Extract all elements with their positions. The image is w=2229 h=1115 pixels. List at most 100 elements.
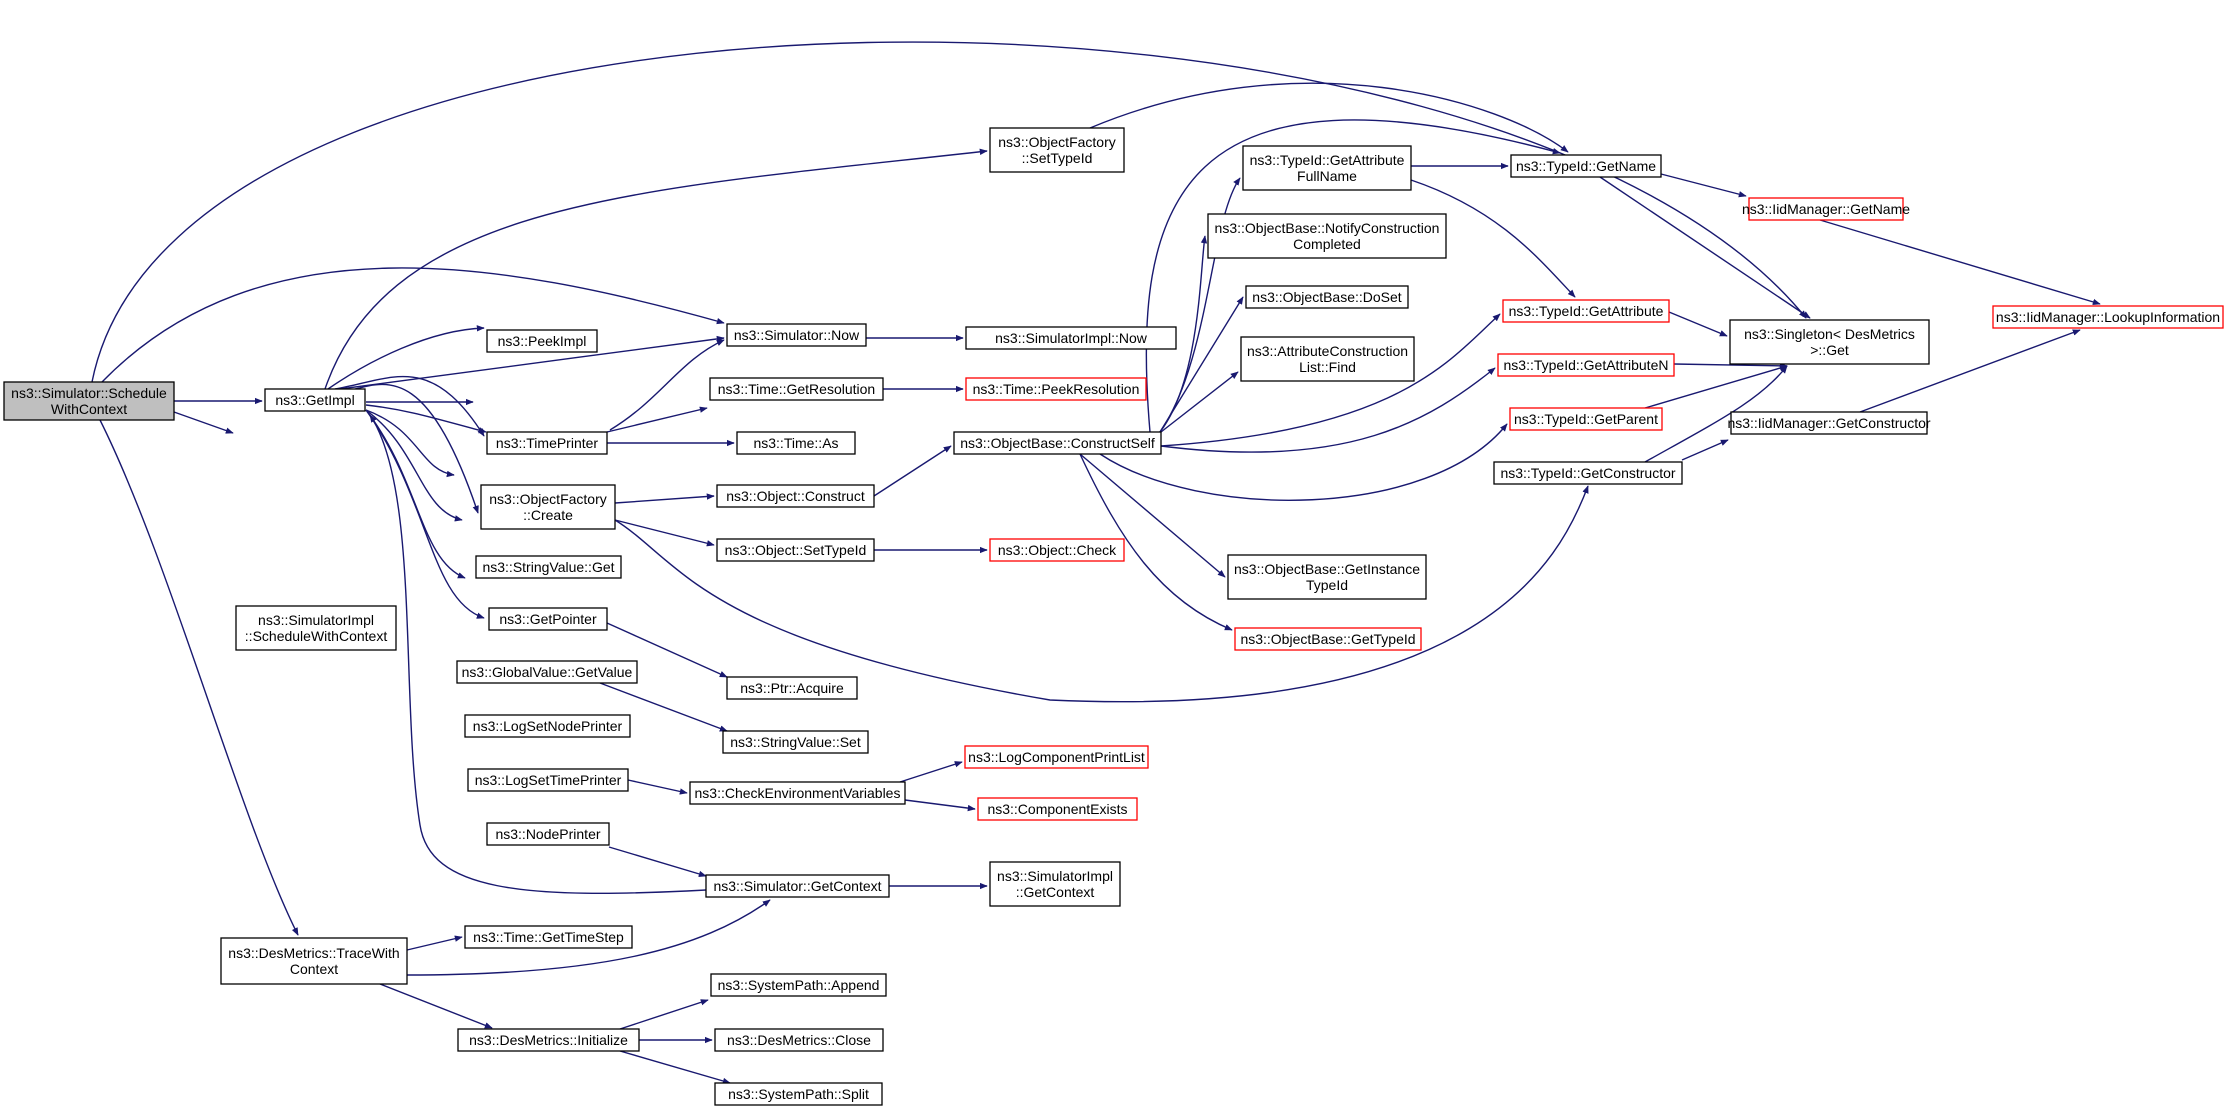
node-getpointer[interactable]: ns3::GetPointer xyxy=(488,607,608,631)
node-peekimpl[interactable]: ns3::PeekImpl xyxy=(486,329,598,353)
node-box xyxy=(964,745,1149,769)
node-ob_gettypeid[interactable]: ns3::ObjectBase::GetTypeId xyxy=(1234,627,1422,651)
node-box xyxy=(714,1082,883,1106)
node-simimpl_swc[interactable]: ns3::SimulatorImpl::ScheduleWithContext xyxy=(235,605,397,651)
edge-getimpl-to-getpointer xyxy=(365,404,487,434)
node-label: ns3::IidManager::GetName xyxy=(1742,201,1910,217)
edge-tid_getctor-to-singleton_get xyxy=(1644,365,1788,463)
node-iidm_lookup[interactable]: ns3::IidManager::LookupInformation xyxy=(1992,305,2224,329)
node-label: ns3::Ptr::Acquire xyxy=(740,680,844,696)
node-tid_getname[interactable]: ns3::TypeId::GetName xyxy=(1510,154,1662,178)
nodes-layer: ns3::Simulator::ScheduleWithContextns3::… xyxy=(3,127,2224,1106)
node-ob_notify[interactable]: ns3::ObjectBase::NotifyConstructionCompl… xyxy=(1207,213,1447,259)
edge-check_env-to-logcomp_printlist xyxy=(899,761,963,783)
node-box xyxy=(989,538,1125,562)
edge-getimpl-to-gv_getvalue xyxy=(365,409,455,478)
node-ob_constructself[interactable]: ns3::ObjectBase::ConstructSelf xyxy=(953,431,1162,455)
node-simimpl_getcontext[interactable]: ns3::SimulatorImpl::GetContext xyxy=(989,861,1121,907)
edge-timeprinter-to-sim_now xyxy=(609,339,725,431)
node-label: ns3::Time::GetTimeStep xyxy=(473,929,624,945)
edge-tid_getattrfullname-to-tid_getattr xyxy=(1410,179,1576,298)
node-of_create[interactable]: ns3::ObjectFactory::Create xyxy=(480,484,616,530)
edge-ob_constructself-to-tid_getparent xyxy=(1099,423,1508,501)
node-label: ns3::ObjectFactory xyxy=(489,491,607,507)
node-box xyxy=(689,781,906,805)
node-tid_getattrn[interactable]: ns3::TypeId::GetAttributeN xyxy=(1497,353,1675,377)
node-box xyxy=(464,714,631,738)
node-time_as[interactable]: ns3::Time::As xyxy=(736,431,856,455)
node-ptr_acquire[interactable]: ns3::Ptr::Acquire xyxy=(726,676,858,700)
edge-ob_constructself-to-attrcl_find xyxy=(1160,371,1239,433)
node-obj_settypeid[interactable]: ns3::Object::SetTypeId xyxy=(716,538,875,562)
node-singleton_get[interactable]: ns3::Singleton< DesMetrics>::Get xyxy=(1729,319,1930,365)
node-logsettime[interactable]: ns3::LogSetTimePrinter xyxy=(467,768,629,792)
node-sp_append[interactable]: ns3::SystemPath::Append xyxy=(710,973,887,997)
node-box xyxy=(1748,197,1904,221)
node-sv_set[interactable]: ns3::StringValue::Set xyxy=(722,730,869,754)
node-tid_getattr[interactable]: ns3::TypeId::GetAttribute xyxy=(1502,299,1670,323)
node-of_settypeid[interactable]: ns3::ObjectFactory::SetTypeId xyxy=(989,127,1125,173)
node-box xyxy=(1240,336,1415,382)
node-gv_getvalue[interactable]: ns3::GlobalValue::GetValue xyxy=(456,660,638,684)
node-comp_exists[interactable]: ns3::ComponentExists xyxy=(977,797,1138,821)
edge-desm_trace-to-sim_getcontext xyxy=(406,899,771,976)
node-obj_construct[interactable]: ns3::Object::Construct xyxy=(716,484,875,508)
node-simimpl_now[interactable]: ns3::SimulatorImpl::Now xyxy=(965,326,1177,350)
edge-getimpl-to-nodeprinter xyxy=(365,409,485,619)
edge-of_settypeid-to-tid_getname xyxy=(1089,82,1569,153)
node-desm_close[interactable]: ns3::DesMetrics::Close xyxy=(714,1028,884,1052)
node-box xyxy=(480,484,616,530)
node-iidm_getname[interactable]: ns3::IidManager::GetName xyxy=(1742,197,1910,221)
node-timeprinter[interactable]: ns3::TimePrinter xyxy=(486,431,608,455)
node-ob_doset[interactable]: ns3::ObjectBase::DoSet xyxy=(1245,285,1409,309)
node-box xyxy=(965,377,1147,401)
node-label: ns3::DesMetrics::Close xyxy=(727,1032,871,1048)
node-label: ns3::TypeId::GetParent xyxy=(1514,411,1658,427)
node-label: ns3::ObjectBase::GetInstance xyxy=(1234,561,1420,577)
node-sim_getcontext[interactable]: ns3::Simulator::GetContext xyxy=(705,874,890,898)
node-getimpl[interactable]: ns3::GetImpl xyxy=(264,388,366,412)
node-box xyxy=(726,323,867,347)
node-sp_split[interactable]: ns3::SystemPath::Split xyxy=(714,1082,883,1106)
node-logcomp_printlist[interactable]: ns3::LogComponentPrintList xyxy=(964,745,1149,769)
node-label: ns3::SystemPath::Split xyxy=(728,1086,869,1102)
edge-timeprinter-to-time_getres xyxy=(606,406,708,433)
node-check_env[interactable]: ns3::CheckEnvironmentVariables xyxy=(689,781,906,805)
node-obj_check[interactable]: ns3::Object::Check xyxy=(989,538,1125,562)
node-label: List::Find xyxy=(1299,359,1356,375)
node-nodeprinter[interactable]: ns3::NodePrinter xyxy=(486,822,610,846)
node-desm_init[interactable]: ns3::DesMetrics::Initialize xyxy=(457,1028,640,1052)
node-label: ns3::ObjectBase::DoSet xyxy=(1252,289,1402,305)
node-box xyxy=(486,329,598,353)
node-time_peekres[interactable]: ns3::Time::PeekResolution xyxy=(965,377,1147,401)
node-label: ns3::SimulatorImpl xyxy=(258,612,374,628)
node-label: ::GetContext xyxy=(1016,884,1095,900)
node-sv_get[interactable]: ns3::StringValue::Get xyxy=(475,555,622,579)
node-sim_now[interactable]: ns3::Simulator::Now xyxy=(726,323,867,347)
node-label: ns3::TypeId::GetName xyxy=(1516,158,1656,174)
node-label: ns3::ObjectBase::GetTypeId xyxy=(1240,631,1415,647)
edge-of_create-to-obj_settypeid xyxy=(614,519,715,547)
node-box xyxy=(726,676,858,700)
edge-ob_constructself-to-tid_getattr xyxy=(1160,313,1501,447)
node-iidm_getctor[interactable]: ns3::IidManager::GetConstructor xyxy=(1727,411,1931,435)
node-logsetnode[interactable]: ns3::LogSetNodePrinter xyxy=(464,714,631,738)
edge-tid_getparent-to-singleton_get xyxy=(1644,364,1788,409)
node-label: ns3::GlobalValue::GetValue xyxy=(462,664,633,680)
node-box xyxy=(1992,305,2224,329)
node-label: ns3::TypeId::GetAttributeN xyxy=(1504,357,1669,373)
node-tid_getparent[interactable]: ns3::TypeId::GetParent xyxy=(1509,407,1663,431)
node-label: ns3::ComponentExists xyxy=(987,801,1127,817)
node-time_getres[interactable]: ns3::Time::GetResolution xyxy=(709,377,884,401)
node-root[interactable]: ns3::Simulator::ScheduleWithContext xyxy=(3,381,175,421)
edge-ob_constructself-to-tid_getattrn xyxy=(1160,367,1496,453)
node-box xyxy=(456,660,638,684)
node-label: ns3::Time::PeekResolution xyxy=(973,381,1140,397)
node-tid_getctor[interactable]: ns3::TypeId::GetConstructor xyxy=(1493,461,1683,485)
node-time_gettimestep[interactable]: ns3::Time::GetTimeStep xyxy=(464,925,633,949)
node-label: ::Create xyxy=(523,507,573,523)
